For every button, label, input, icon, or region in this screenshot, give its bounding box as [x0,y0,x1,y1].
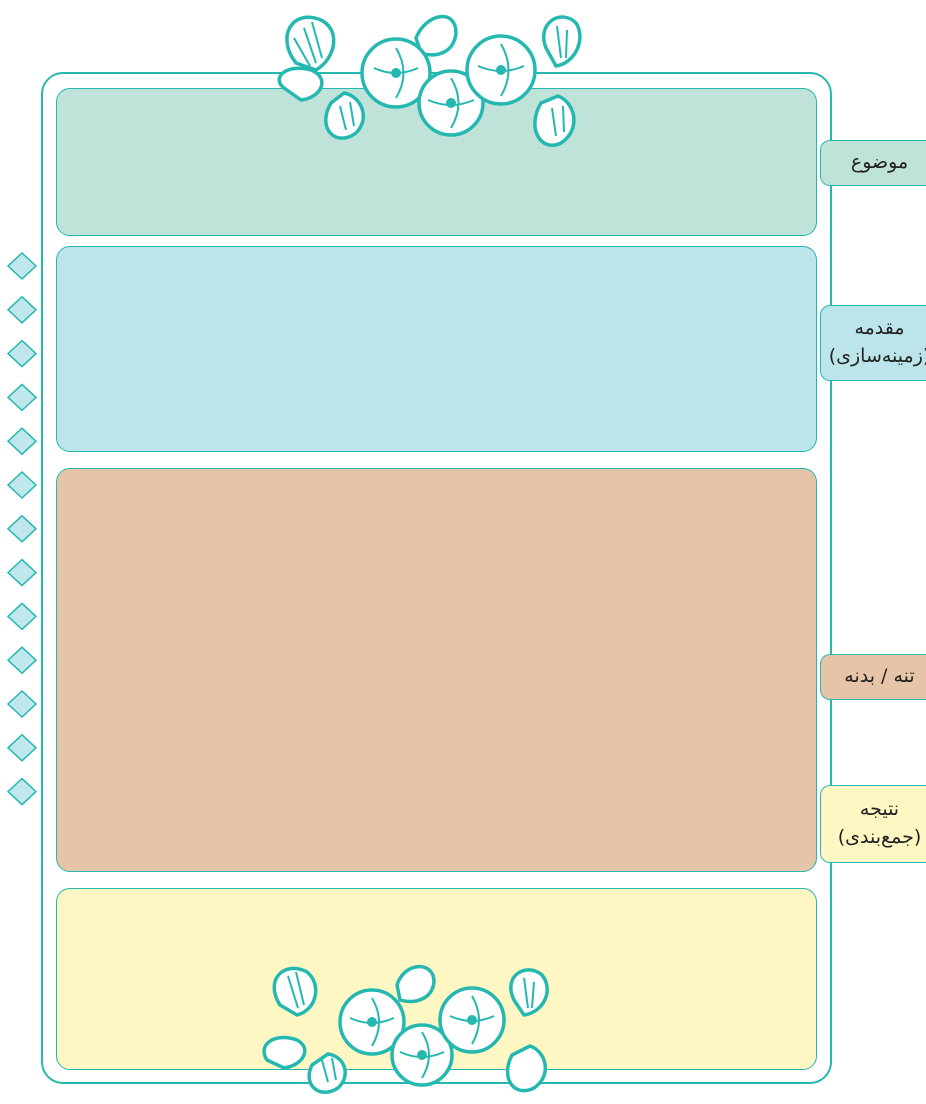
tab-topic-label: موضوع [851,149,908,177]
body-section[interactable] [56,468,817,872]
top-floral-ornament-icon [276,8,606,158]
diamond-icon [8,253,36,279]
tab-introduction-label: مقدمه [854,315,904,343]
bottom-floral-ornament-icon [262,960,562,1100]
introduction-section[interactable] [56,246,817,452]
tab-body-label: تنه / بدنه [844,663,914,691]
diamond-icon [8,691,36,717]
tab-introduction: مقدمه (زمینه‌سازی) [820,305,926,381]
diamond-icon [8,779,36,805]
diamond-icon [8,384,36,410]
tab-conclusion-label: نتیجه [860,796,899,824]
diamond-icon [8,647,36,673]
diamond-icon [8,472,36,498]
tab-conclusion-sublabel: (جمع‌بندی) [838,824,922,852]
diamond-icon [8,516,36,542]
diamond-icon [8,428,36,454]
tab-body: تنه / بدنه [820,654,926,700]
diamond-icon [8,560,36,586]
diamond-icon [8,735,36,761]
diamond-icon [8,603,36,629]
tab-introduction-sublabel: (زمینه‌سازی) [829,343,926,371]
diamond-icon [8,341,36,367]
tab-conclusion: نتیجه (جمع‌بندی) [820,785,926,863]
tab-topic: موضوع [820,140,926,186]
diamond-icon [8,297,36,323]
